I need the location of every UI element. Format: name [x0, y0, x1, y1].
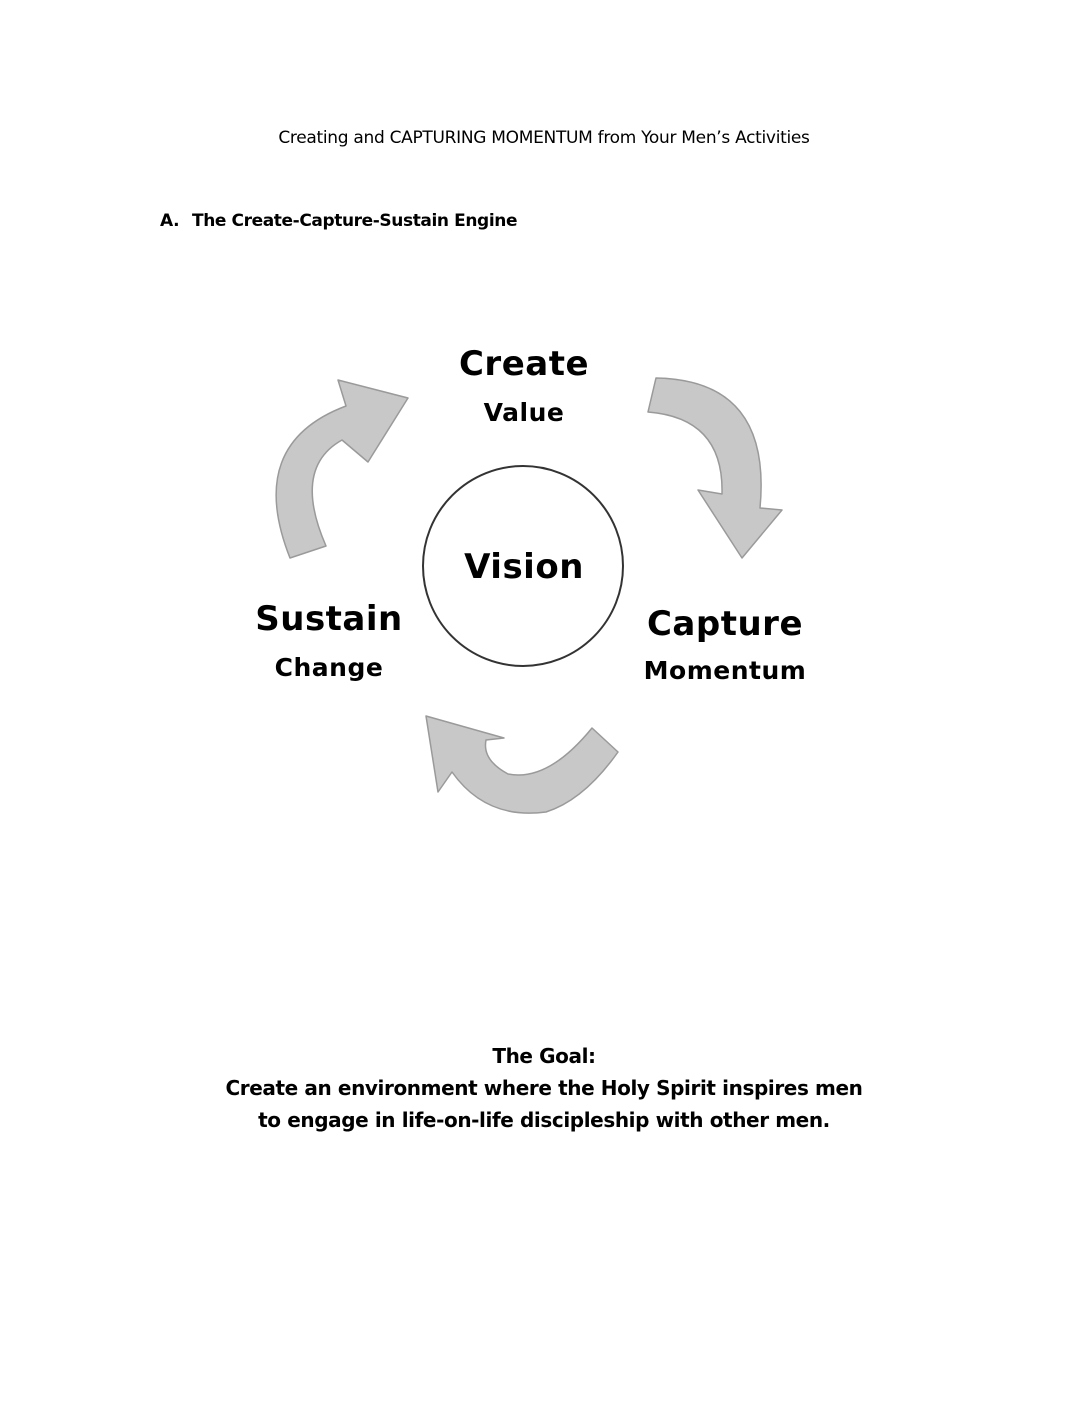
arrow-capture-to-sustain	[425, 715, 619, 814]
goal-line-1: Create an environment where the Holy Spi…	[225, 1076, 863, 1100]
stage-sustain-title: Sustain	[255, 599, 403, 639]
arrow-create-to-capture	[647, 377, 783, 559]
section-heading-text: The Create-Capture-Sustain Engine	[192, 211, 518, 231]
section-heading: A. The Create-Capture-Sustain Engine	[160, 211, 517, 231]
section-marker: A.	[160, 211, 180, 231]
stage-create-subtitle: Value	[483, 398, 565, 427]
goal-heading: The Goal:	[492, 1044, 596, 1068]
vision-circle	[422, 465, 624, 667]
stage-capture-subtitle: Momentum	[643, 656, 807, 685]
stage-capture-title: Capture	[646, 604, 804, 644]
goal-block: The Goal: Create an environment where th…	[0, 1040, 1088, 1136]
stage-create-title: Create	[458, 344, 590, 384]
vision-label: Vision	[464, 547, 584, 587]
arrow-sustain-to-create	[275, 379, 409, 559]
document-title: Creating and CAPTURING MOMENTUM from You…	[278, 128, 810, 148]
stage-sustain-subtitle: Change	[274, 653, 384, 682]
goal-line-2: to engage in life-on-life discipleship w…	[258, 1108, 830, 1132]
